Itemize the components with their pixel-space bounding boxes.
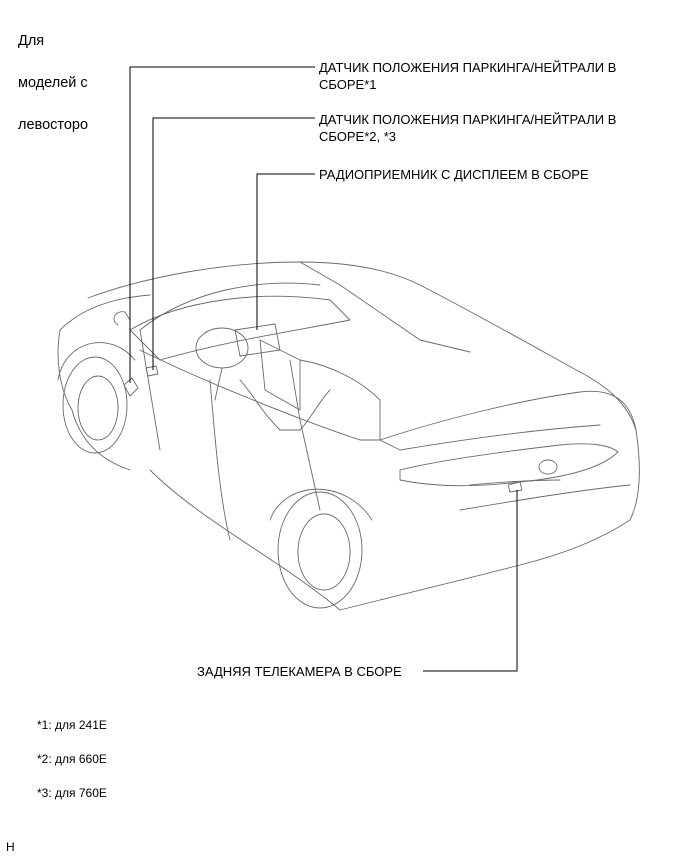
heading-line-3: левосторо bbox=[18, 117, 89, 133]
car-plate-area bbox=[469, 479, 561, 486]
car-door-frame bbox=[289, 359, 321, 511]
car-front-wheel-outer bbox=[62, 356, 128, 454]
car-center-console bbox=[259, 339, 301, 411]
car-side-sill bbox=[149, 469, 381, 611]
car-front-wheel-inner bbox=[77, 375, 119, 441]
rear-camera-part bbox=[507, 481, 523, 493]
car-front-arch bbox=[57, 342, 136, 381]
car-steering-wheel bbox=[195, 327, 249, 369]
leader-park-sensor-1 bbox=[129, 66, 315, 383]
car-steering-column bbox=[214, 367, 223, 401]
car-rear-body bbox=[379, 429, 640, 601]
footnote-2: *2: для 660E bbox=[37, 752, 107, 766]
car-bumper bbox=[459, 484, 631, 511]
heading-line-2: моделей с bbox=[18, 75, 88, 91]
car-a-pillar bbox=[139, 329, 161, 451]
park-sensor-2-part bbox=[145, 365, 159, 377]
car-dashboard bbox=[129, 295, 351, 361]
car-mirror bbox=[113, 311, 131, 326]
car-rear-wheel-inner bbox=[297, 513, 351, 591]
car-outline bbox=[57, 261, 640, 611]
car-side-line bbox=[139, 349, 381, 441]
callout-rear-camera: ЗАДНЯЯ ТЕЛЕКАМЕРА В СБОРЕ bbox=[197, 664, 402, 679]
leader-lines bbox=[129, 66, 518, 672]
page-heading: Для моделей с левосторо bbox=[18, 10, 88, 157]
car-rear-window bbox=[299, 261, 471, 353]
car-rear-wheel-outer bbox=[277, 491, 363, 609]
leader-radio bbox=[256, 173, 315, 330]
car-rear-arch bbox=[269, 488, 373, 521]
callout-park-neutral-sensor-1: ДАТЧИК ПОЛОЖЕНИЯ ПАРКИНГА/НЕЙТРАЛИ В СБО… bbox=[319, 60, 617, 92]
leader-park-sensor-2 bbox=[152, 117, 315, 370]
footnote-1: *1: для 241E bbox=[37, 718, 107, 732]
footnote-3: *3: для 760E bbox=[37, 786, 107, 800]
corner-mark: H bbox=[6, 840, 15, 854]
park-sensor-1-part bbox=[123, 377, 139, 397]
car-front-seat bbox=[239, 379, 331, 431]
car-hood bbox=[59, 294, 151, 331]
car-trunk-lid bbox=[379, 390, 637, 441]
leader-rear-camera bbox=[423, 490, 518, 672]
car-front-fascia bbox=[57, 329, 131, 471]
heading-line-1: Для bbox=[18, 33, 45, 49]
car-tail-light bbox=[399, 443, 619, 487]
car-radio-unit bbox=[234, 323, 281, 357]
car-rear-seat bbox=[299, 359, 381, 441]
callout-radio-display: РАДИОПРИЕМНИК С ДИСПЛЕЕМ В СБОРЕ bbox=[319, 167, 589, 182]
car-rear-door bbox=[209, 379, 231, 541]
callout-park-neutral-sensor-2: ДАТЧИК ПОЛОЖЕНИЯ ПАРКИНГА/НЕЙТРАЛИ В СБО… bbox=[319, 112, 617, 144]
car-emblem bbox=[538, 459, 558, 475]
car-roof-line bbox=[87, 261, 637, 431]
car-windshield bbox=[139, 282, 321, 331]
car-trunk-edge bbox=[379, 424, 601, 451]
